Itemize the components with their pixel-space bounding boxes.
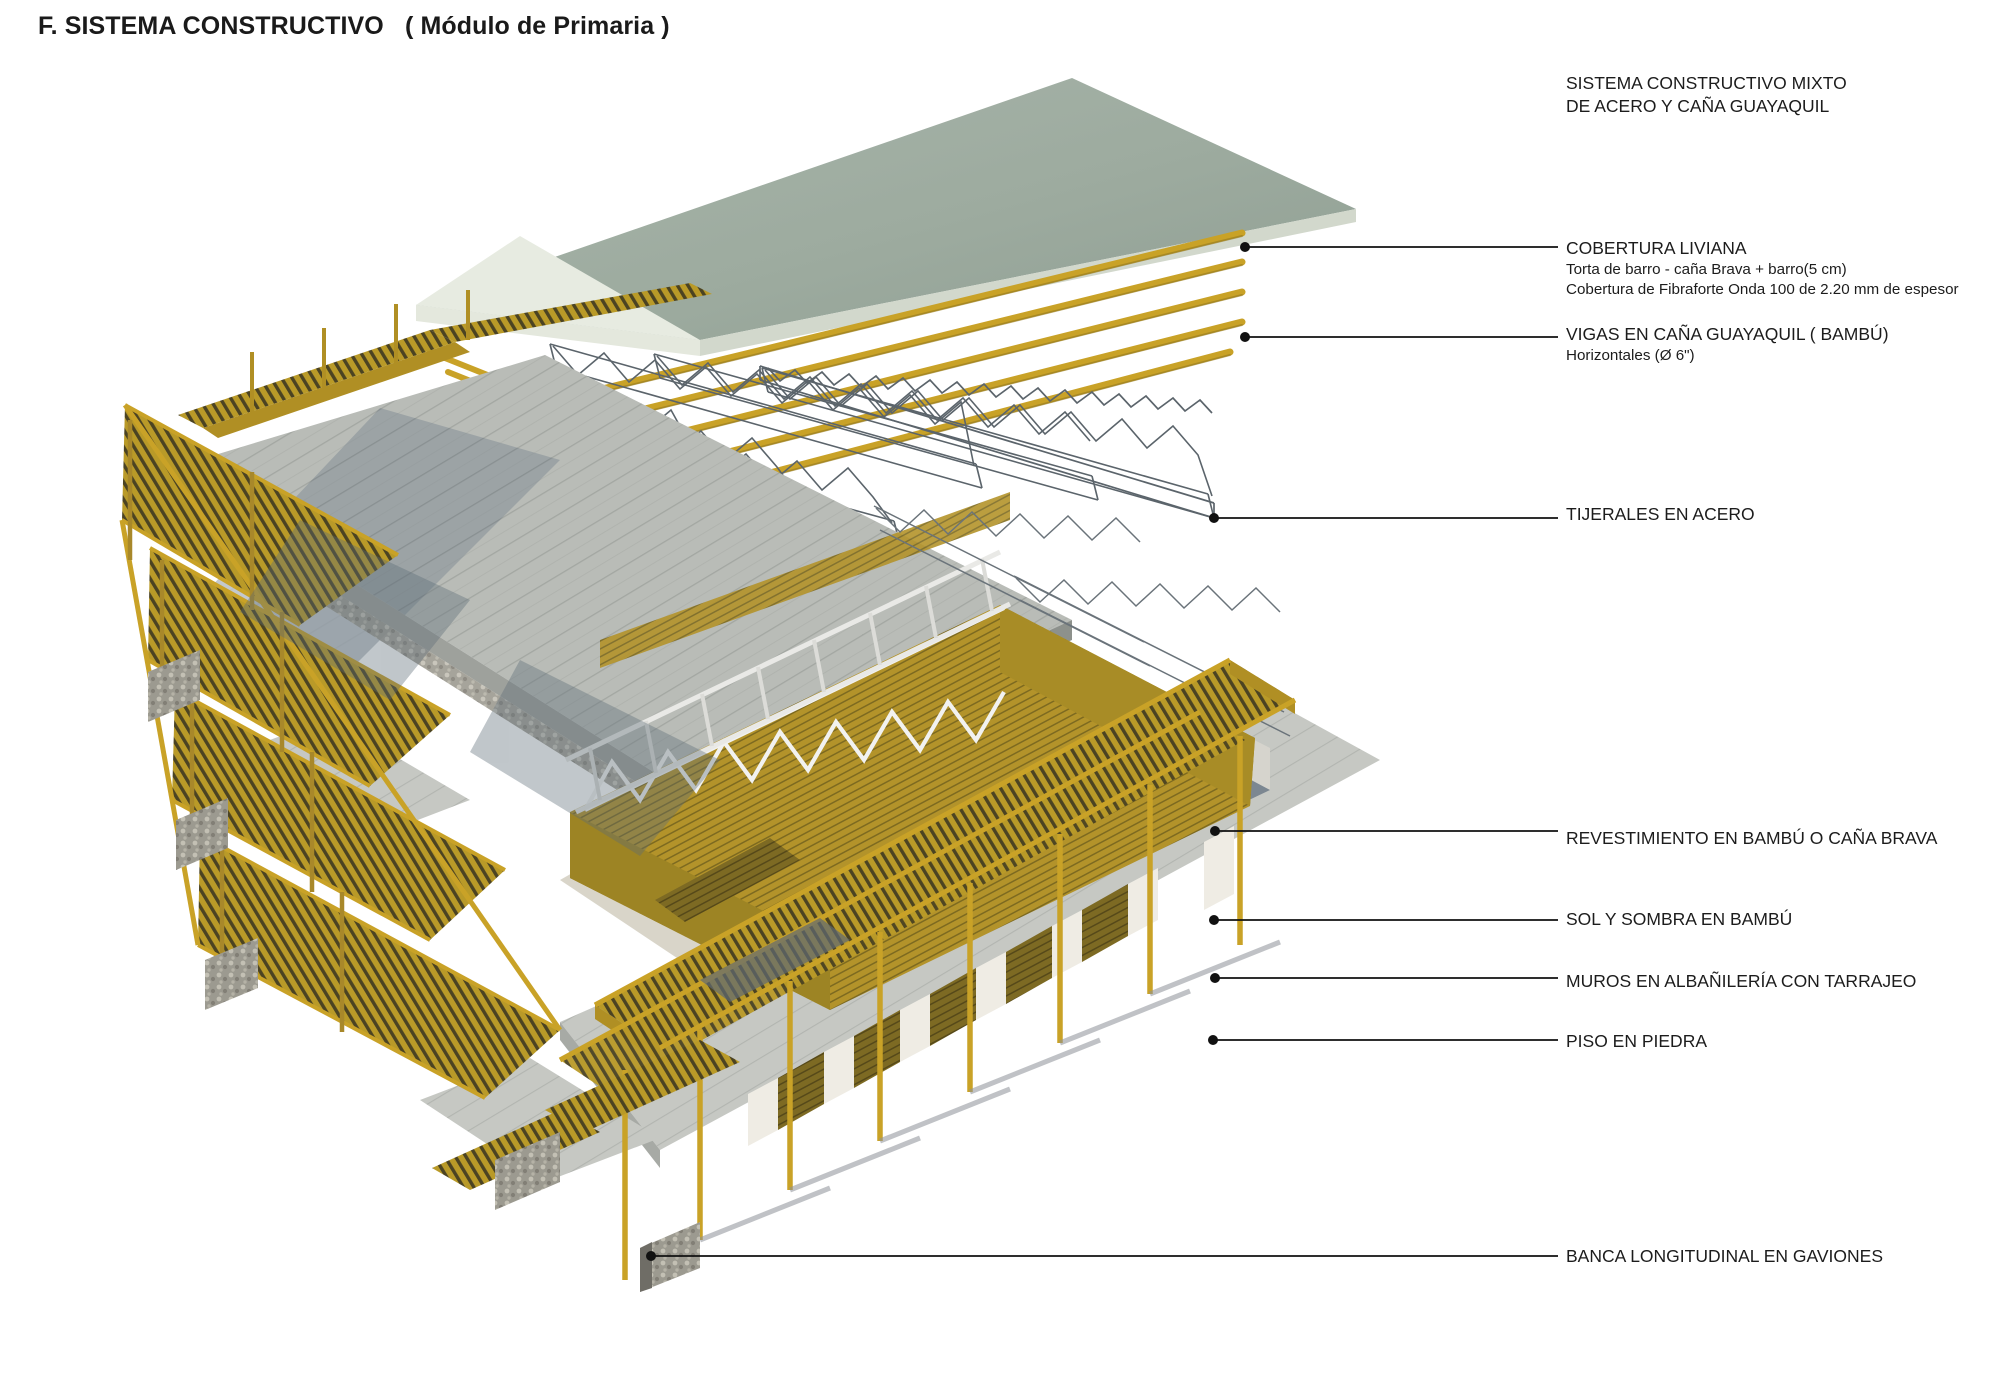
leader-dot-cobertura-liviana (1240, 242, 1250, 252)
annotation-subline: Torta de barro - caña Brava + barro(5 cm… (1566, 261, 1847, 279)
leader-dot-piso-piedra (1208, 1035, 1218, 1045)
annotation-heading: BANCA LONGITUDINAL EN GAVIONES (1566, 1246, 1884, 1266)
tijerales-acero-group (463, 343, 1215, 546)
annotation-heading: REVESTIMIENTO EN BAMBÚ O CAÑA BRAVA (1566, 828, 1938, 848)
header-note-line1: SISTEMA CONSTRUCTIVO MIXTO (1566, 73, 1847, 93)
leader-dot-revestimiento-bambu (1210, 826, 1220, 836)
sombras-losa (240, 520, 720, 856)
leader-dot-sol-y-sombra (1209, 915, 1219, 925)
page-title: F. SISTEMA CONSTRUCTIVO ( Módulo de Prim… (38, 12, 670, 40)
annotation-heading: SOL Y SOMBRA EN BAMBÚ (1566, 909, 1793, 929)
annotation-heading: MUROS EN ALBAÑILERÍA CON TARRAJEO (1566, 971, 1917, 991)
leader-dot-muros-albanileria (1210, 973, 1220, 983)
annotation-banca-gaviones: BANCA LONGITUDINAL EN GAVIONES (1566, 1245, 1883, 1268)
annotation-muros-albanileria: MUROS EN ALBAÑILERÍA CON TARRAJEO (1566, 970, 1916, 993)
header-note-line2: DE ACERO Y CAÑA GUAYAQUIL (1566, 96, 1830, 117)
annotation-heading: COBERTURA LIVIANA (1566, 238, 1747, 258)
tijerales-fachada-posts (588, 558, 994, 801)
header-note: SISTEMA CONSTRUCTIVO MIXTO DE ACERO Y CA… (1566, 72, 1847, 118)
sol-y-sombra-pergola-superior (178, 283, 712, 438)
annotation-heading: PISO EN PIEDRA (1566, 1031, 1708, 1051)
annotation-heading: VIGAS EN CAÑA GUAYAQUIL ( BAMBÚ) (1566, 324, 1889, 344)
annotation-sol-y-sombra: SOL Y SOMBRA EN BAMBÚ (1566, 908, 1792, 931)
leader-dot-vigas-cana-guayaquil (1240, 332, 1250, 342)
annotation-revestimiento-bambu: REVESTIMIENTO EN BAMBÚ O CAÑA BRAVA (1566, 827, 1937, 850)
sol-y-sombra-pergola-inferior-izq (432, 1040, 740, 1190)
escalera-interior (655, 838, 850, 1002)
annotation-piso-piedra: PISO EN PIEDRA (1566, 1030, 1707, 1053)
annotation-subline: Cobertura de Fibraforte Onda 100 de 2.20… (1566, 281, 1959, 299)
annotation-subline: Horizontales (Ø 6") (1566, 347, 1695, 365)
leader-dot-tijerales-acero (1209, 513, 1219, 523)
annotation-vigas-cana-guayaquil: VIGAS EN CAÑA GUAYAQUIL ( BAMBÚ) Horizont… (1566, 323, 1889, 366)
leader-dot-banca-gaviones (646, 1251, 656, 1261)
annotation-tijerales-acero: TIJERALES EN ACERO (1566, 503, 1755, 526)
banca-gaviones (148, 650, 700, 1292)
annotation-heading: TIJERALES EN ACERO (1566, 504, 1755, 524)
annotation-cobertura-liviana: COBERTURA LIVIANA Torta de barro - caña B… (1566, 237, 1959, 300)
tijerales-techo-edificio (873, 505, 1291, 737)
leader-lines (646, 242, 1558, 1261)
